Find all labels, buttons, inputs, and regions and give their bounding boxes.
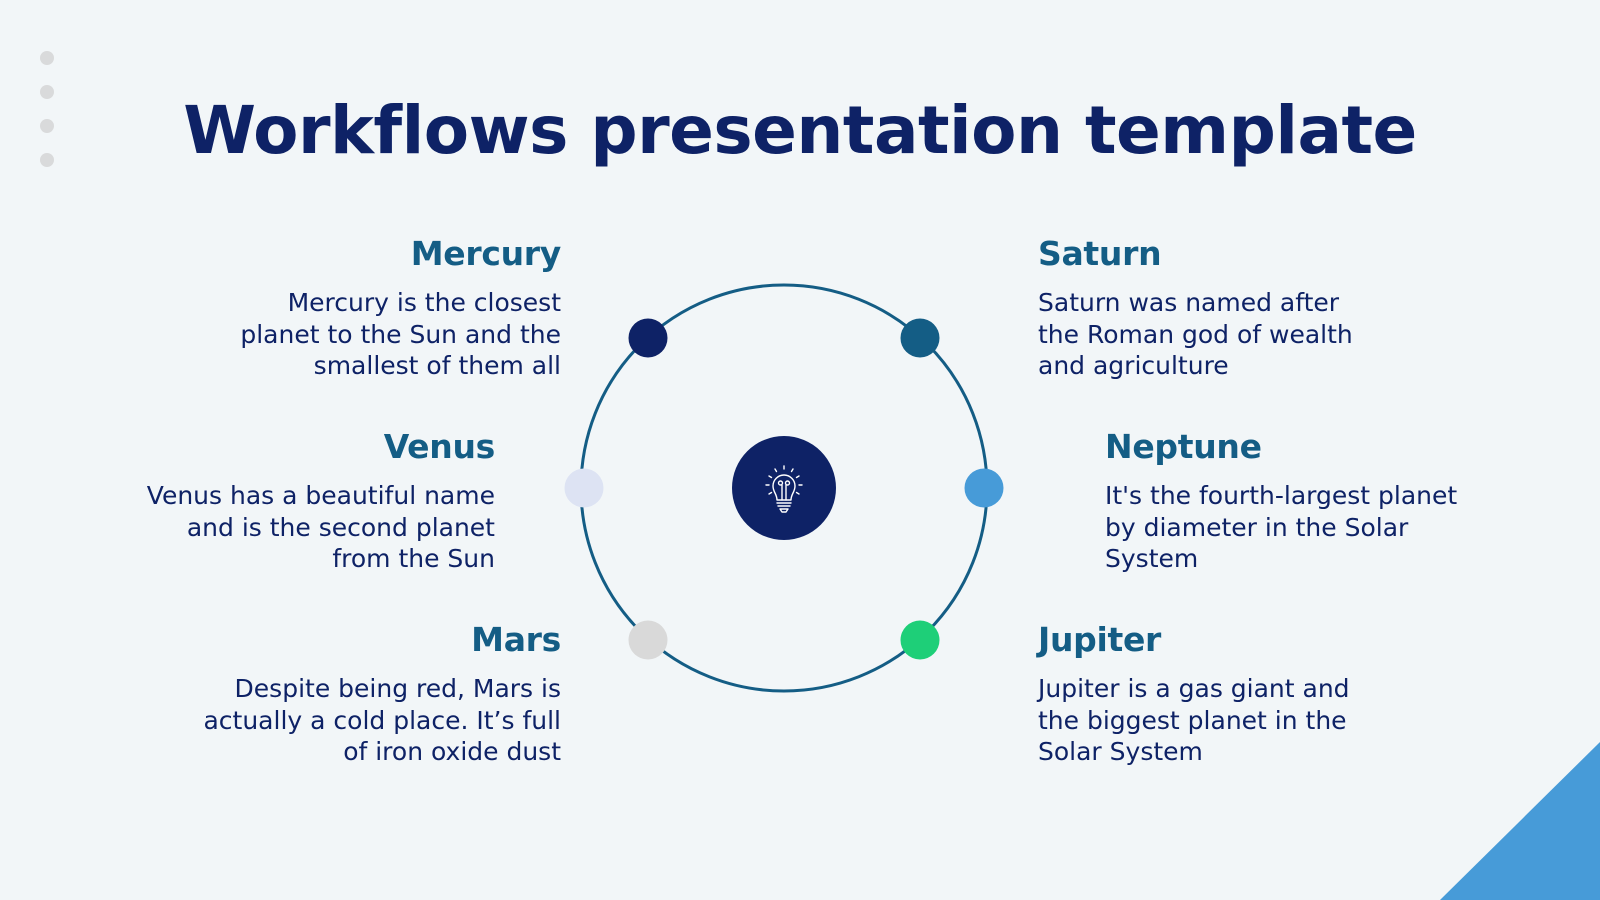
item-title: Neptune [1105, 427, 1262, 466]
item-mercury: Mercury Mercury is the closest planet to… [181, 234, 561, 382]
dot-icon [40, 51, 54, 65]
center-hub [732, 436, 836, 540]
item-title: Mercury [410, 234, 562, 273]
corner-triangle-decoration [1440, 742, 1600, 900]
item-description: It's the fourth-largest planet by diamet… [1105, 481, 1458, 573]
item-description: Mercury is the closest planet to the Sun… [240, 288, 561, 380]
slide-title: Workflows presentation template [183, 92, 1417, 169]
item-saturn: Saturn Saturn was named after the Roman … [1038, 234, 1418, 382]
item-title: Saturn [1038, 234, 1162, 273]
node-jupiter [900, 620, 940, 660]
lightbulb-icon [765, 465, 803, 513]
node-saturn [900, 318, 940, 358]
item-mars: Mars Despite being red, Mars is actually… [181, 620, 561, 768]
node-neptune [964, 468, 1004, 508]
item-title: Jupiter [1038, 620, 1162, 659]
item-description: Saturn was named after the Roman god of … [1038, 288, 1353, 380]
item-venus: Venus Venus has a beautiful name and is … [115, 427, 496, 575]
node-mars [628, 620, 668, 660]
decorative-dots [40, 51, 54, 187]
item-description: Venus has a beautiful name and is the se… [146, 481, 495, 573]
node-mercury [628, 318, 668, 358]
item-jupiter: Jupiter Jupiter is a gas giant and the b… [1038, 620, 1418, 768]
item-title: Mars [471, 620, 561, 659]
item-title: Venus [383, 427, 496, 466]
dot-icon [40, 85, 54, 99]
item-neptune: Neptune It's the fourth-largest planet b… [1105, 427, 1485, 575]
node-venus [564, 468, 604, 508]
dot-icon [40, 153, 54, 167]
item-description: Jupiter is a gas giant and the biggest p… [1038, 674, 1350, 766]
item-description: Despite being red, Mars is actually a co… [203, 674, 561, 766]
dot-icon [40, 119, 54, 133]
